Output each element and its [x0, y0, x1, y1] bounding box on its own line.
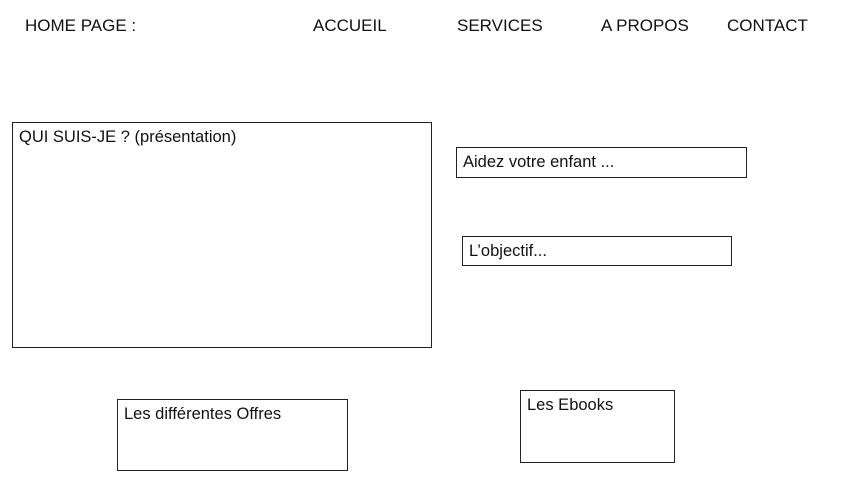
- aidez-votre-enfant-label: Aidez votre enfant ...: [463, 153, 615, 171]
- offres-section-box: Les différentes Offres: [117, 399, 348, 471]
- nav-item-a-propos[interactable]: A PROPOS: [601, 16, 689, 35]
- nav-item-services[interactable]: SERVICES: [457, 16, 543, 35]
- home-page-label: HOME PAGE :: [25, 16, 137, 35]
- nav-item-accueil[interactable]: ACCUEIL: [313, 16, 387, 35]
- objectif-label: L’objectif...: [469, 242, 547, 260]
- presentation-section-label: QUI SUIS-JE ? (présentation): [19, 128, 237, 146]
- ebooks-section-label: Les Ebooks: [527, 396, 614, 414]
- presentation-section-box: QUI SUIS-JE ? (présentation): [12, 122, 432, 348]
- aidez-votre-enfant-box: Aidez votre enfant ...: [456, 147, 747, 178]
- objectif-box: L’objectif...: [462, 236, 732, 266]
- nav-item-contact[interactable]: CONTACT: [727, 16, 808, 35]
- ebooks-section-box: Les Ebooks: [520, 390, 675, 463]
- offres-section-label: Les différentes Offres: [124, 405, 282, 423]
